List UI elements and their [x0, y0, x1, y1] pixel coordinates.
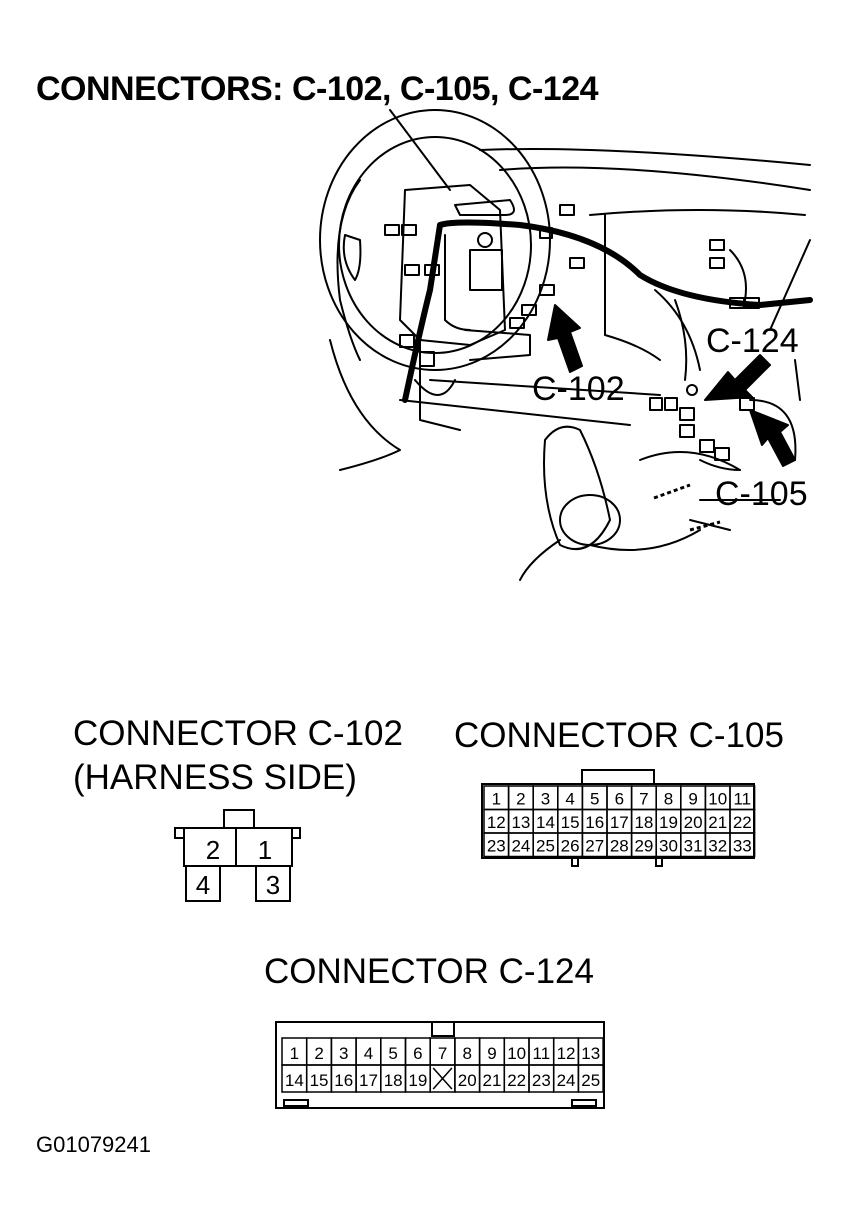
arrow-c105 — [749, 409, 796, 467]
c124-pin: 2 — [314, 1044, 323, 1063]
c105-pin: 22 — [733, 813, 752, 832]
c105-pin: 16 — [585, 813, 604, 832]
c105-cavity — [729, 832, 756, 858]
c105-pin: 30 — [659, 837, 678, 856]
c124-pin: 8 — [463, 1044, 472, 1063]
c105-pin: 4 — [565, 790, 574, 809]
c124-pin: 21 — [482, 1071, 501, 1090]
c105-pin: 17 — [610, 813, 629, 832]
c105-pin: 5 — [590, 790, 599, 809]
connector-c102-diagram: 2 1 4 3 — [174, 809, 301, 902]
c105-pin: 19 — [659, 813, 678, 832]
c105-pin: 25 — [536, 837, 555, 856]
c105-pin: 15 — [561, 813, 580, 832]
c105-pin: 9 — [688, 790, 697, 809]
c124-pin: 10 — [507, 1044, 526, 1063]
c124-pin: 16 — [334, 1071, 353, 1090]
c124-pin: 12 — [557, 1044, 576, 1063]
page-title: CONNECTORS: C-102, C-105, C-124 — [36, 70, 599, 108]
c105-pin: 24 — [511, 837, 530, 856]
c124-pin: 23 — [532, 1071, 551, 1090]
c102-title: CONNECTOR C-102 — [73, 714, 403, 753]
c105-pin: 8 — [664, 790, 673, 809]
c124-pin: 1 — [290, 1044, 299, 1063]
label-c124: C-124 — [706, 322, 799, 360]
c124-pin: 4 — [364, 1044, 373, 1063]
wire-harness — [437, 219, 813, 308]
c105-pin: 14 — [536, 813, 555, 832]
c105-pin: 20 — [684, 813, 703, 832]
c124-pin: 24 — [557, 1071, 576, 1090]
c124-pin: 13 — [581, 1044, 600, 1063]
c102-subtitle: (HARNESS SIDE) — [73, 758, 357, 797]
c105-pin: 27 — [585, 837, 604, 856]
c105-pin: 10 — [708, 790, 727, 809]
arrow-c124 — [704, 354, 771, 401]
c124-pin: 7 — [438, 1044, 447, 1063]
c124-pin: 20 — [458, 1071, 477, 1090]
c105-pin: 23 — [487, 837, 506, 856]
c105-pin: 12 — [487, 813, 506, 832]
c105-pin: 32 — [708, 837, 727, 856]
c124-pin: 15 — [310, 1071, 329, 1090]
c124-pin: 9 — [487, 1044, 496, 1063]
c102-pin: 3 — [266, 870, 280, 900]
c124-pin: 25 — [581, 1071, 600, 1090]
c124-cavity — [577, 1064, 604, 1093]
c124-pin: 18 — [384, 1071, 403, 1090]
c102-pin: 4 — [196, 870, 210, 900]
c105-title: CONNECTOR C-105 — [454, 716, 784, 755]
arrow-c102 — [547, 304, 583, 373]
c124-blocked-cavity — [432, 1067, 453, 1090]
c105-pin: 18 — [634, 813, 653, 832]
c105-pin: 3 — [541, 790, 550, 809]
c102-pin: 2 — [206, 835, 220, 865]
c105-pin: 29 — [634, 837, 653, 856]
c124-pin: 3 — [339, 1044, 348, 1063]
c105-pin: 6 — [615, 790, 624, 809]
c124-pin: 19 — [408, 1071, 427, 1090]
c105-pin: 28 — [610, 837, 629, 856]
label-c102: C-102 — [532, 370, 625, 408]
c124-pin: 17 — [359, 1071, 378, 1090]
c124-pin: 5 — [388, 1044, 397, 1063]
c124-title: CONNECTOR C-124 — [264, 952, 594, 991]
c124-pin: 22 — [507, 1071, 526, 1090]
c105-pin: 31 — [684, 837, 703, 856]
figure-id: G01079241 — [36, 1132, 151, 1157]
c124-pin: 14 — [285, 1071, 304, 1090]
c105-pin: 26 — [561, 837, 580, 856]
dashboard-illustration — [319, 109, 813, 581]
c105-pin: 33 — [733, 837, 752, 856]
c105-pin: 13 — [511, 813, 530, 832]
c105-pin: 2 — [516, 790, 525, 809]
c124-pin: 11 — [533, 1044, 551, 1063]
c102-pin: 1 — [258, 835, 272, 865]
c105-pin: 7 — [639, 790, 648, 809]
steering-wheel-outline — [319, 109, 551, 371]
c105-pin: 11 — [733, 790, 751, 809]
c105-pin: 21 — [708, 813, 727, 832]
label-c105: C-105 — [715, 475, 808, 513]
c105-pin: 1 — [492, 790, 501, 809]
c124-pin: 6 — [413, 1044, 422, 1063]
